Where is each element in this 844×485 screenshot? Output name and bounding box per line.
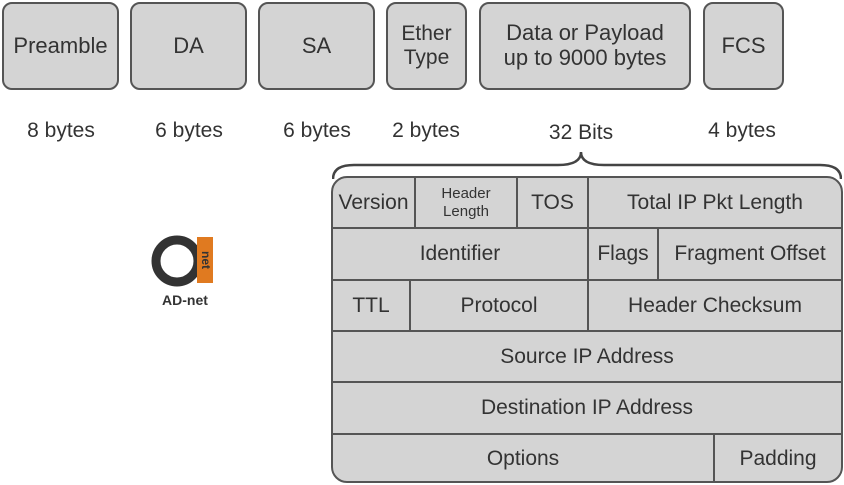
cell-fragment-offset-label: Fragment Offset bbox=[674, 242, 826, 265]
cell-protocol: Protocol bbox=[411, 281, 589, 332]
cell-total-length-label: Total IP Pkt Length bbox=[627, 190, 803, 214]
size-label-sa: 6 bytes bbox=[283, 119, 351, 142]
frame-field-ethertype: Ether Type bbox=[386, 2, 467, 90]
cell-destination-ip: Destination IP Address bbox=[333, 383, 841, 435]
ad-net-logo-text: AD-net bbox=[162, 292, 208, 308]
cell-padding: Padding bbox=[715, 435, 841, 481]
cell-identifier: Identifier bbox=[333, 229, 589, 281]
cell-version: Version bbox=[333, 178, 416, 229]
cell-version-label: Version bbox=[338, 190, 409, 214]
frame-field-fcs: FCS bbox=[703, 2, 784, 90]
frame-field-label: FCS bbox=[721, 32, 766, 58]
frame-field-label: DA bbox=[173, 32, 204, 58]
cell-fragment-offset: Fragment Offset bbox=[659, 229, 841, 281]
cell-options-label: Options bbox=[486, 447, 560, 470]
cell-ttl: TTL bbox=[333, 281, 411, 332]
cell-source-ip: Source IP Address bbox=[333, 332, 841, 383]
cell-header-length-line2: Length bbox=[443, 202, 489, 220]
curly-brace bbox=[332, 151, 842, 180]
cell-header-checksum-label: Header Checksum bbox=[628, 293, 802, 317]
cell-options: Options bbox=[333, 435, 715, 481]
cell-total-length: Total IP Pkt Length bbox=[589, 178, 841, 229]
cell-protocol-label: Protocol bbox=[460, 293, 538, 317]
cell-padding-label: Padding bbox=[739, 447, 817, 470]
cell-tos-label: TOS bbox=[531, 190, 574, 214]
cell-tos: TOS bbox=[518, 178, 589, 229]
cell-flags-label: Flags bbox=[597, 242, 649, 265]
size-label-ethertype: 2 bytes bbox=[392, 119, 460, 142]
frame-field-label-line1: Data or Payload bbox=[506, 20, 664, 46]
frame-field-label: SA bbox=[301, 32, 332, 58]
frame-field-label-line1: Ether bbox=[401, 22, 452, 46]
size-label-preamble: 8 bytes bbox=[27, 119, 95, 142]
cell-source-ip-label: Source IP Address bbox=[500, 344, 674, 368]
bits-width-label: 32 Bits bbox=[548, 121, 614, 144]
frame-field-label-line2: Type bbox=[403, 46, 450, 69]
frame-field-sa: SA bbox=[258, 2, 375, 90]
cell-header-length: Header Length bbox=[416, 178, 518, 229]
size-label-fcs: 4 bytes bbox=[708, 119, 776, 142]
cell-identifier-label: Identifier bbox=[419, 242, 501, 265]
cell-destination-ip-label: Destination IP Address bbox=[480, 396, 694, 419]
ip-header-table: Version Header Length TOS Total IP Pkt L… bbox=[331, 176, 843, 483]
frame-field-payload: Data or Payload up to 9000 bytes bbox=[479, 2, 691, 90]
cell-flags: Flags bbox=[589, 229, 659, 281]
frame-field-label-line2: up to 9000 bytes bbox=[503, 45, 667, 70]
ad-net-logo-icon: net bbox=[151, 235, 213, 287]
cell-header-checksum: Header Checksum bbox=[589, 281, 841, 332]
cell-header-length-line1: Header bbox=[441, 184, 491, 202]
size-label-da: 6 bytes bbox=[155, 119, 223, 142]
frame-field-preamble: Preamble bbox=[2, 2, 119, 90]
frame-field-da: DA bbox=[130, 2, 247, 90]
frame-field-label: Preamble bbox=[13, 32, 108, 58]
logo-mark-text: net bbox=[199, 251, 213, 269]
cell-ttl-label: TTL bbox=[352, 293, 390, 317]
